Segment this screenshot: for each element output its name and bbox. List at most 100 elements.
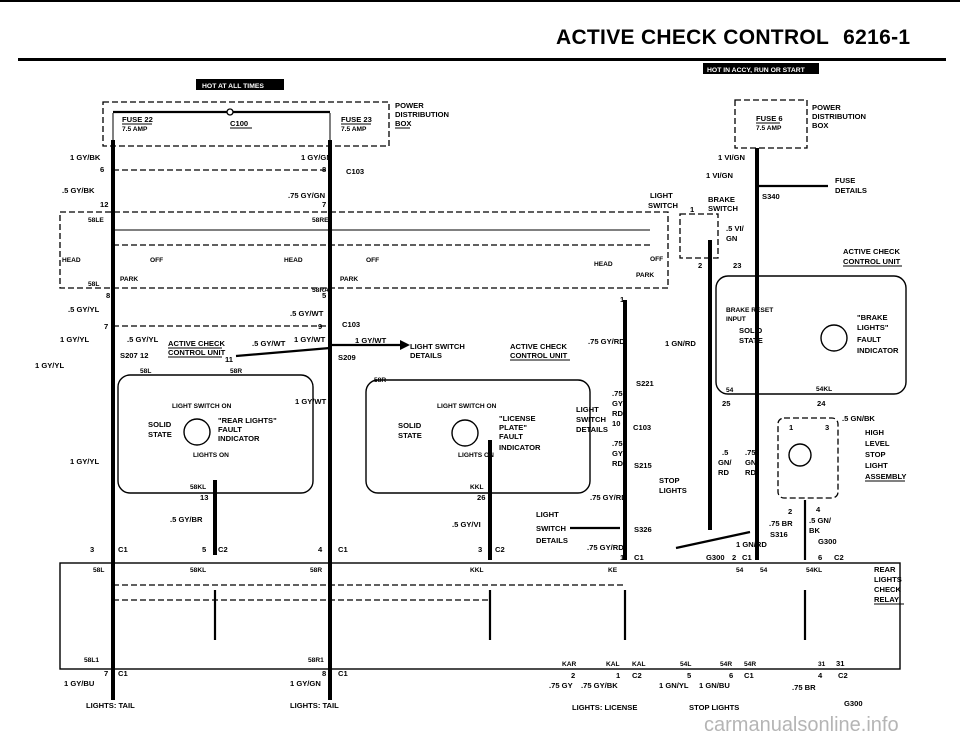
switch-park-2: PARK <box>340 276 358 283</box>
wire-label-27: 1 GN/RD <box>736 540 767 549</box>
s207: S207 <box>120 351 138 360</box>
c1-b: C1 <box>338 545 348 554</box>
switch-head-3: HEAD <box>594 261 613 268</box>
indicator-2: INDICATOR <box>499 443 541 452</box>
c1-g: C1 <box>744 671 754 680</box>
acu-c-2: CONTROL UNIT <box>843 257 901 266</box>
wire-label-25: .75 BR <box>769 519 793 528</box>
hl-1: HIGH <box>865 428 884 437</box>
top-border <box>0 0 960 2</box>
wire-label-7: 1 GY/YL <box>60 335 89 344</box>
pin-24: 24 <box>817 399 826 408</box>
license-label: "LICENSE <box>499 414 536 423</box>
fuse-23-label: FUSE 23 <box>341 115 372 124</box>
wire-label-34: .75 BR <box>792 683 816 692</box>
pin-3: 3 <box>90 545 94 554</box>
switch-off-2: OFF <box>366 257 379 264</box>
light-switch-label-2: SWITCH <box>648 201 678 210</box>
c2-a: C2 <box>218 545 228 554</box>
indicator-1: INDICATOR <box>218 434 260 443</box>
c2-d: C2 <box>632 671 642 680</box>
wire-label-8: .5 GY/YL <box>127 335 159 344</box>
switch-head-2: HEAD <box>284 257 303 264</box>
high-stop-light-box <box>777 417 839 499</box>
wire-label-21: 1 VI/GN <box>718 153 745 162</box>
term-54b: 54 <box>736 567 744 574</box>
hl-5: ASSEMBLY <box>865 472 907 481</box>
wire-label-23b: GN <box>726 234 737 243</box>
wire-label-18: .75 GY/RD <box>590 493 627 502</box>
relay-3: CHECK <box>874 585 902 594</box>
s209: S209 <box>338 353 356 362</box>
module-brake-lights <box>715 275 907 395</box>
c1-c: C1 <box>634 553 644 562</box>
brake-lights-1: "BRAKE <box>857 313 888 322</box>
s340: S340 <box>762 192 780 201</box>
term-58le: 58LE <box>88 217 104 224</box>
wire-label-19: .75 GY/RD <box>587 543 624 552</box>
title-rule <box>18 58 946 61</box>
state-2: STATE <box>398 431 422 440</box>
pin-7: 7 <box>322 200 326 209</box>
pin-8c: 8 <box>322 669 326 678</box>
relay-2: LIGHTS <box>874 575 902 584</box>
rear-lights-label: "REAR LIGHTS" <box>218 416 277 425</box>
wire-label-22: 1 VI/GN <box>706 171 733 180</box>
s215: S215 <box>634 461 653 470</box>
acu-b-2: CONTROL UNIT <box>510 351 568 360</box>
term-58kl: 58KL <box>190 484 206 491</box>
pin-11: 11 <box>225 355 234 364</box>
stop-lights-2: LIGHTS <box>659 486 687 495</box>
g300-b: G300 <box>706 553 725 562</box>
pin-26: 26 <box>477 493 485 502</box>
c1-a: C1 <box>118 545 128 554</box>
power-dist-box-left <box>102 101 390 147</box>
module-license-plate <box>365 379 591 494</box>
c100-label: C100 <box>230 119 248 128</box>
term-58l1: 58L1 <box>84 657 99 664</box>
watermark: carmanualsonline.info <box>704 714 899 736</box>
term-54r-2: 54R <box>744 661 756 668</box>
switch-off-3: OFF <box>650 256 663 263</box>
term-58r: 58R <box>230 368 242 375</box>
wire-label-9: .5 GY/WT <box>252 339 286 348</box>
wire-label-33: 1 GN/BU <box>699 681 730 690</box>
fault-1: FAULT <box>218 425 242 434</box>
wire-label-38: .75 <box>612 439 623 448</box>
wire-label-35: .75 <box>612 389 623 398</box>
wire-label-12: 1 GY/YL <box>35 361 64 370</box>
term-kkl: KKL <box>470 484 484 491</box>
fuse-details-1: FUSE <box>835 176 855 185</box>
wire-label-16: .5 GY/VI <box>452 520 481 529</box>
lsr-3: DETAILS <box>576 425 608 434</box>
module-rear-lights <box>117 374 314 494</box>
lights-license: LIGHTS: LICENSE <box>572 703 637 712</box>
state-1: STATE <box>148 430 172 439</box>
wire-label-20: 1 GN/RD <box>665 339 696 348</box>
pin-1: 1 <box>620 295 625 304</box>
wire-label-17: .75 GY/RD <box>588 337 625 346</box>
fault-2: FAULT <box>499 432 523 441</box>
wire-label-2: 1 GY/GN <box>301 153 332 162</box>
acu-b-1: ACTIVE CHECK <box>510 342 567 351</box>
wire-label-3: .5 GY/BK <box>62 186 95 195</box>
wire-label-24: .5 GN/BK <box>842 414 875 423</box>
term-58l: 58L <box>88 281 99 288</box>
term-kal: KAL <box>606 661 620 668</box>
switch-off-1: OFF <box>150 257 163 264</box>
rear-lights-check-relay <box>59 562 901 670</box>
wire-label-1: 1 GY/BK <box>70 153 101 162</box>
solid-3: SOLID <box>739 326 763 335</box>
wire-label-37: RD <box>612 409 623 418</box>
wire-label-28: 1 GY/BU <box>64 679 95 688</box>
banner-right-text: HOT IN ACCY, RUN OR START <box>707 67 806 74</box>
power-dist-box-right <box>734 99 808 149</box>
lsr-6: DETAILS <box>536 536 568 545</box>
pin-4b: 4 <box>818 671 823 680</box>
pin-6b: 6 <box>818 553 822 562</box>
lsr-5: SWITCH <box>536 524 566 533</box>
term-54kl: 54KL <box>816 386 832 393</box>
pdb-label-1: POWER <box>395 101 424 110</box>
c2-e: C2 <box>838 671 848 680</box>
